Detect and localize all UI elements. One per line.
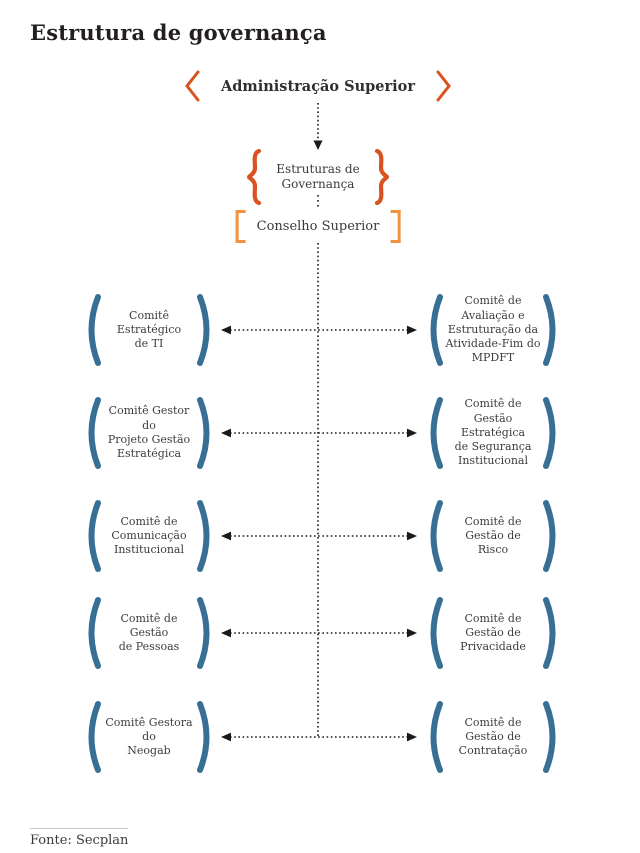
row-arrow-icon	[221, 531, 417, 541]
committee-item-right: Comitê de Avaliação e Estruturação da At…	[424, 288, 562, 372]
council-label: Conselho Superior	[256, 219, 380, 234]
bracket-right-icon	[390, 210, 401, 243]
committee-row: Comitê de Gestão de Pessoas Comitê de Ge…	[0, 591, 640, 675]
connector-dots-icon	[317, 195, 319, 209]
committee-label: Comitê de Gestão de Risco	[464, 514, 522, 557]
committee-label: Comitê de Gestão de Contratação	[458, 715, 528, 758]
page-title: Estrutura de governança	[30, 20, 327, 45]
committee-label: Comitê Estratégico de TI	[116, 308, 182, 351]
paren-close-icon	[543, 597, 556, 669]
top-node: Administração Superior	[184, 70, 452, 102]
top-node-label: Administração Superior	[221, 77, 415, 95]
row-arrow-icon	[221, 428, 417, 438]
governance-label: Estruturas de Governança	[276, 162, 360, 191]
paren-open-icon	[88, 597, 101, 669]
paren-close-icon	[197, 500, 210, 572]
committee-label: Comitê de Gestão de Privacidade	[460, 611, 526, 654]
bracket-left-icon	[235, 210, 246, 243]
paren-open-icon	[88, 500, 101, 572]
paren-open-icon	[88, 294, 101, 366]
committee-row: Comitê Estratégico de TI Comitê de Avali…	[0, 288, 640, 372]
row-arrow-icon	[221, 628, 417, 638]
paren-close-icon	[543, 500, 556, 572]
source-divider	[30, 828, 128, 829]
source-note: Fonte: Secplan	[30, 833, 129, 848]
committee-label: Comitê Gestora do Neogab	[105, 715, 193, 758]
paren-close-icon	[543, 701, 556, 773]
paren-open-icon	[430, 294, 443, 366]
committee-item-right: Comitê de Gestão de Risco	[424, 494, 562, 578]
paren-close-icon	[543, 397, 556, 469]
paren-close-icon	[543, 294, 556, 366]
committee-item-left: Comitê Gestora do Neogab	[82, 695, 216, 779]
committee-item-left: Comitê de Comunicação Institucional	[82, 494, 216, 578]
paren-open-icon	[88, 397, 101, 469]
committee-label: Comitê Gestor do Projeto Gestão Estratég…	[107, 404, 191, 461]
committee-item-right: Comitê de Gestão de Contratação	[424, 695, 562, 779]
committee-item-right: Comitê de Gestão de Privacidade	[424, 591, 562, 675]
central-dotted-line	[317, 243, 319, 738]
row-arrow-icon	[221, 732, 417, 742]
committee-label: Comitê de Comunicação Institucional	[111, 514, 187, 557]
chevron-left-icon	[185, 70, 200, 102]
committee-item-right: Comitê de Gestão Estratégica de Seguranç…	[424, 391, 562, 475]
council-node: Conselho Superior	[235, 210, 401, 243]
committee-label: Comitê de Gestão de Pessoas	[118, 611, 180, 654]
committee-label: Comitê de Gestão Estratégica de Seguranç…	[454, 397, 532, 468]
paren-open-icon	[88, 701, 101, 773]
committee-row: Comitê de Comunicação Institucional Comi…	[0, 494, 640, 578]
committee-row: Comitê Gestora do Neogab Comitê de Gestã…	[0, 695, 640, 779]
committee-item-left: Comitê Gestor do Projeto Gestão Estratég…	[82, 391, 216, 475]
paren-open-icon	[430, 701, 443, 773]
paren-close-icon	[197, 701, 210, 773]
committee-item-left: Comitê de Gestão de Pessoas	[82, 591, 216, 675]
paren-open-icon	[430, 500, 443, 572]
flow-arrow-down-icon	[313, 103, 323, 150]
committee-item-left: Comitê Estratégico de TI	[82, 288, 216, 372]
governance-node: Estruturas de Governança	[244, 148, 392, 206]
paren-close-icon	[197, 597, 210, 669]
curly-brace-right-icon	[374, 148, 390, 206]
chevron-right-icon	[436, 70, 451, 102]
paren-open-icon	[430, 397, 443, 469]
paren-open-icon	[430, 597, 443, 669]
row-arrow-icon	[221, 325, 417, 335]
curly-brace-left-icon	[246, 148, 262, 206]
paren-close-icon	[197, 294, 210, 366]
paren-close-icon	[197, 397, 210, 469]
committee-row: Comitê Gestor do Projeto Gestão Estratég…	[0, 391, 640, 475]
committee-label: Comitê de Avaliação e Estruturação da At…	[445, 294, 541, 365]
